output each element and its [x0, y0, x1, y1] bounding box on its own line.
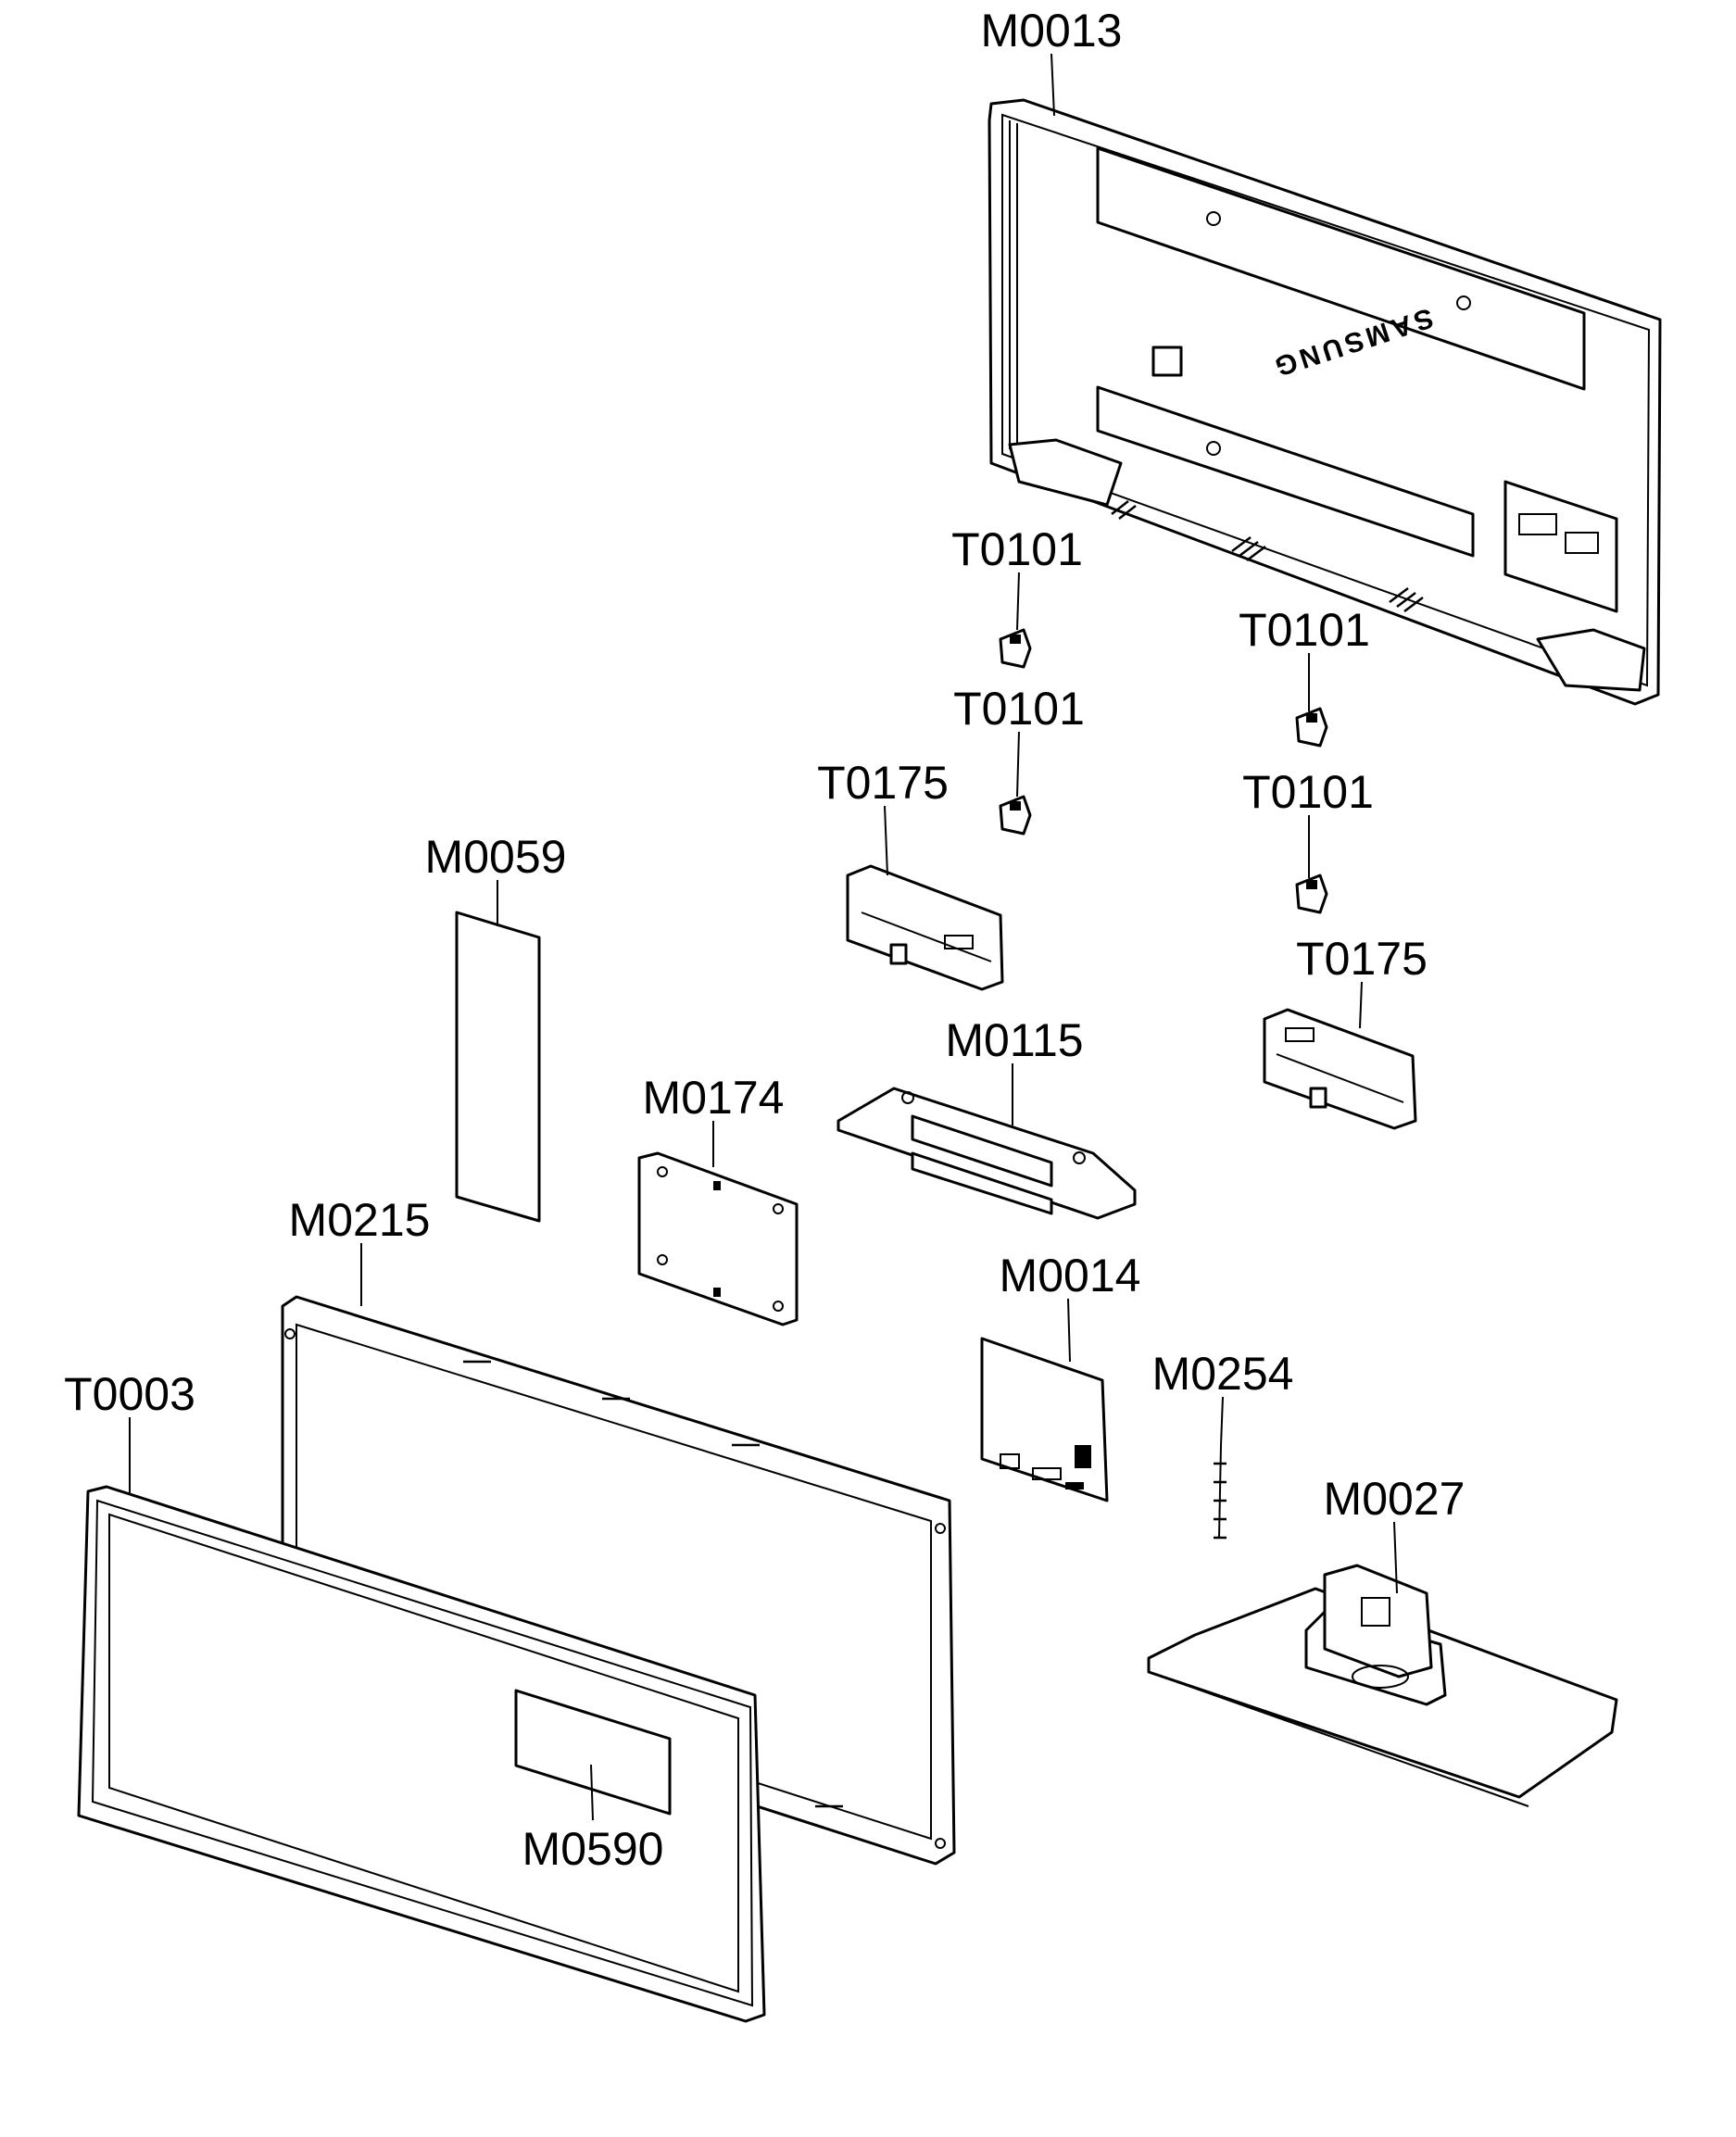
insulation-sheet-part	[455, 911, 541, 1223]
leader-lines	[129, 53, 1398, 1821]
callout-t0003: T0003	[64, 1368, 195, 1420]
callout-m0590: M0590	[522, 1823, 664, 1875]
rating-label-part	[514, 1689, 672, 1816]
clip-part-d	[1295, 874, 1328, 914]
clip-part-c	[999, 795, 1032, 836]
sub-board-part	[980, 1337, 1109, 1502]
callout-m0027: M0027	[1324, 1473, 1466, 1525]
callout-t0101-b: T0101	[1239, 604, 1370, 656]
stand-cover-part-b	[1263, 1008, 1417, 1130]
callout-m0013: M0013	[981, 5, 1123, 57]
main-board-part	[637, 1151, 799, 1326]
stand-cover-part-a	[846, 864, 1004, 991]
stand-base-part	[1147, 1564, 1618, 1807]
callout-t0101-c: T0101	[953, 683, 1085, 735]
callout-m0254: M0254	[1152, 1348, 1294, 1400]
rear-cover-part: SAMSUNG	[988, 98, 1662, 706]
callout-labels: M0013 T0101 T0101 T0101 T0101 T0175 T017…	[64, 5, 1465, 1875]
bracket-part	[837, 1087, 1137, 1220]
callout-m0174: M0174	[643, 1072, 785, 1124]
clip-part-a	[999, 628, 1032, 669]
callout-m0059: M0059	[425, 831, 567, 883]
clip-part-b	[1295, 707, 1328, 748]
callout-t0175-b: T0175	[1296, 933, 1428, 985]
front-bezel-part	[77, 1485, 766, 2023]
callout-m0115: M0115	[945, 1014, 1083, 1066]
callout-m0014: M0014	[1000, 1250, 1141, 1301]
callout-t0101-a: T0101	[951, 523, 1083, 575]
callout-t0175-a: T0175	[817, 757, 949, 809]
cable-part	[1214, 1444, 1227, 1540]
callout-m0215: M0215	[289, 1194, 431, 1246]
callout-t0101-d: T0101	[1242, 766, 1374, 818]
